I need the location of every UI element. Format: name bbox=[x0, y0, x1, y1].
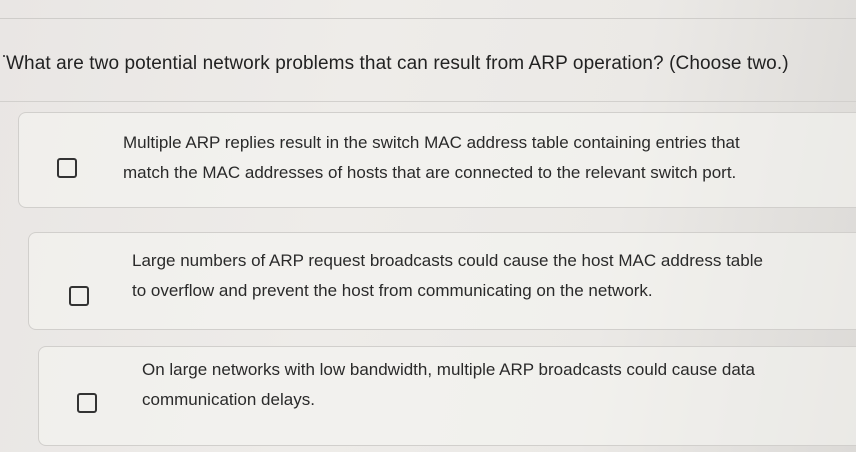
answer-option-label[interactable]: Large numbers of ARP request broadcasts … bbox=[132, 246, 763, 306]
checkbox-icon[interactable] bbox=[57, 158, 77, 178]
checkbox-icon[interactable] bbox=[69, 286, 89, 306]
checkbox-icon[interactable] bbox=[77, 393, 97, 413]
answer-option-3[interactable]: On large networks with low bandwidth, mu… bbox=[38, 346, 856, 446]
question-text: What are two potential network problems … bbox=[3, 53, 789, 74]
answer-option-label[interactable]: Multiple ARP replies result in the switc… bbox=[123, 128, 740, 188]
answer-option-line: On large networks with low bandwidth, mu… bbox=[142, 360, 755, 379]
question-header: What are two potential network problems … bbox=[0, 19, 856, 101]
top-divider bbox=[0, 18, 856, 19]
answer-option-line: Large numbers of ARP request broadcasts … bbox=[132, 251, 763, 270]
answer-option-line: communication delays. bbox=[142, 390, 315, 409]
answer-option-line: match the MAC addresses of hosts that ar… bbox=[123, 163, 737, 182]
answer-option-label[interactable]: On large networks with low bandwidth, mu… bbox=[142, 355, 755, 415]
question-divider bbox=[0, 101, 856, 102]
answer-option-1[interactable]: Multiple ARP replies result in the switc… bbox=[18, 112, 856, 208]
answer-option-line: to overflow and prevent the host from co… bbox=[132, 281, 653, 300]
answer-option-line: Multiple ARP replies result in the switc… bbox=[123, 133, 740, 152]
answer-option-2[interactable]: Large numbers of ARP request broadcasts … bbox=[28, 232, 856, 330]
